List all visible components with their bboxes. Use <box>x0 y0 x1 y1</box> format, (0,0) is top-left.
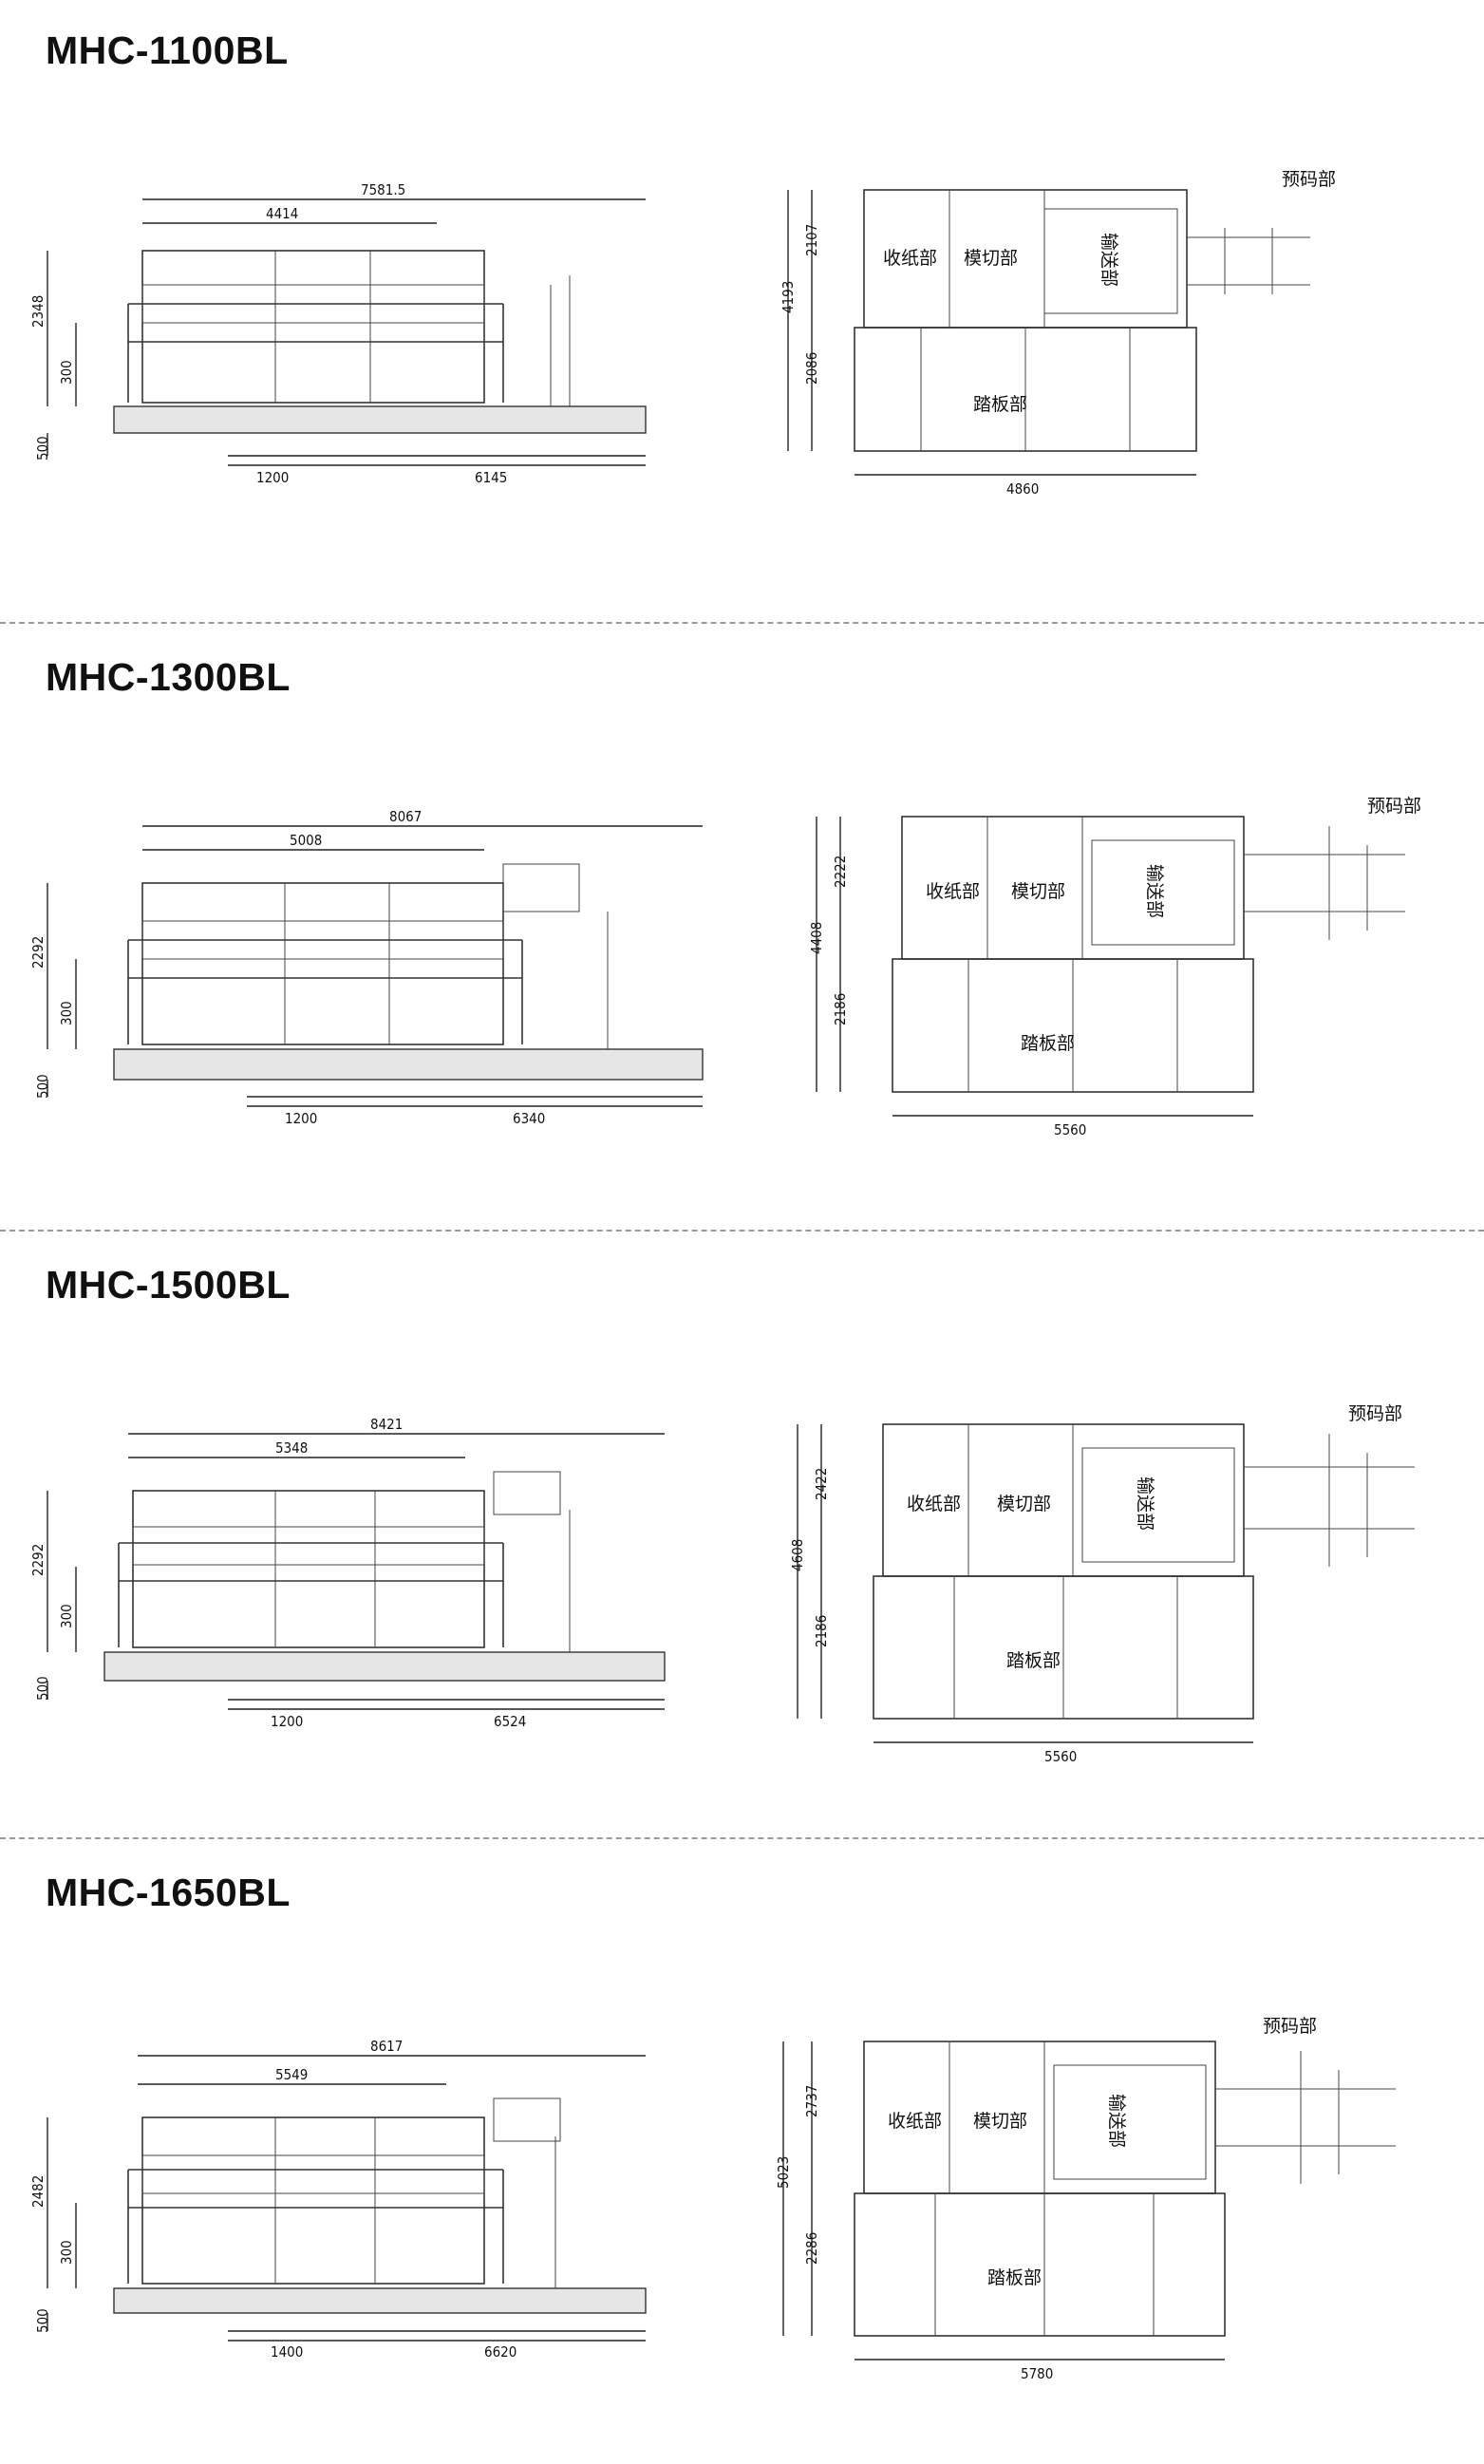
dim-rail: 300 <box>58 360 75 385</box>
dim-upper-depth: 2737 <box>803 2085 820 2117</box>
label-transfer: 输送部 <box>1144 864 1165 918</box>
dim-base: 500 <box>34 1074 51 1099</box>
model-title: MHC-1300BL <box>46 655 291 699</box>
dim-rear: 6524 <box>494 1713 526 1730</box>
dim-rear: 6145 <box>475 469 507 486</box>
label-preload: 预码部 <box>1367 796 1421 817</box>
dim-front: 1200 <box>271 1713 303 1730</box>
dim-inner-length: 5348 <box>275 1439 308 1457</box>
side-view-drawing: 8617 5549 2482 300 500 1400 6620 <box>29 2038 647 2361</box>
dim-height: 2292 <box>29 936 47 969</box>
dim-total-depth: 5023 <box>775 2156 792 2189</box>
side-view-drawing: 8067 5008 2292 300 500 1200 6340 <box>29 808 704 1127</box>
top-view-drawing: 收纸部 模切部 输送部 踏板部 预码部 2222 4408 2186 5560 <box>808 796 1421 1138</box>
top-view-drawing: 收纸部 模切部 输送部 踏板部 预码部 2422 4608 2186 5560 <box>789 1403 1415 1765</box>
label-diecut: 模切部 <box>1011 881 1065 902</box>
label-transfer: 输送部 <box>1099 233 1119 287</box>
label-diecut: 模切部 <box>997 1494 1051 1514</box>
top-view-drawing: 收纸部 模切部 输送部 踏板部 预码部 2737 5023 2286 5780 <box>775 2016 1396 2382</box>
dim-height: 2348 <box>29 295 47 328</box>
model-section-2: MHC-1300BL 8067 5008 2292 300 500 1200 6… <box>0 627 1484 1249</box>
label-preload: 预码部 <box>1263 2016 1317 2037</box>
dim-width: 4860 <box>1006 480 1039 498</box>
section-divider <box>0 622 1484 624</box>
model-section-3: MHC-1500BL 8421 5348 2292 300 500 1200 6… <box>0 1234 1484 1856</box>
dim-total-length: 8421 <box>370 1416 403 1433</box>
dim-base: 500 <box>34 436 51 461</box>
side-view-drawing: 7581.5 4414 2348 300 500 1200 6145 <box>29 181 647 486</box>
side-view-drawing: 8421 5348 2292 300 500 1200 6524 <box>29 1416 666 1730</box>
dim-total-length: 7581.5 <box>361 181 405 198</box>
label-platform: 踏板部 <box>1006 1650 1061 1671</box>
model-title: MHC-1500BL <box>46 1263 291 1307</box>
label-preload: 预码部 <box>1348 1403 1402 1424</box>
dim-rear: 6340 <box>513 1110 545 1127</box>
label-platform: 踏板部 <box>973 394 1027 415</box>
label-diecut: 模切部 <box>964 248 1018 269</box>
label-delivery: 收纸部 <box>926 881 980 902</box>
dim-front: 1200 <box>256 469 289 486</box>
dim-total-depth: 4608 <box>789 1539 806 1571</box>
model-title: MHC-1100BL <box>46 28 289 72</box>
dim-total-length: 8617 <box>370 2038 403 2055</box>
dim-height: 2482 <box>29 2175 47 2208</box>
dim-width: 5780 <box>1021 2365 1053 2382</box>
dim-lower-depth: 2186 <box>832 993 849 1025</box>
dim-width: 5560 <box>1054 1121 1086 1138</box>
label-delivery: 收纸部 <box>883 248 937 269</box>
dim-base: 500 <box>34 2308 51 2333</box>
dim-front: 1400 <box>271 2343 303 2361</box>
dim-height: 2292 <box>29 1544 47 1576</box>
label-preload: 预码部 <box>1282 169 1336 190</box>
top-view-drawing: 收纸部 模切部 输送部 踏板部 预码部 2107 4193 2086 4860 <box>780 169 1336 498</box>
dim-upper-depth: 2422 <box>813 1468 830 1500</box>
dim-rail: 300 <box>58 1001 75 1025</box>
label-platform: 踏板部 <box>987 2267 1042 2288</box>
dim-rail: 300 <box>58 2240 75 2265</box>
label-diecut: 模切部 <box>973 2111 1027 2132</box>
label-platform: 踏板部 <box>1021 1033 1075 1054</box>
dim-rail: 300 <box>58 1604 75 1628</box>
model-section-4: MHC-1650BL 8617 5549 2482 300 500 1400 6… <box>0 1842 1484 2464</box>
dim-lower-depth: 2186 <box>813 1615 830 1647</box>
section-divider <box>0 1837 1484 1839</box>
dim-upper-depth: 2222 <box>832 856 849 888</box>
dim-total-depth: 4408 <box>808 922 825 954</box>
model-title: MHC-1650BL <box>46 1871 291 1914</box>
dim-total-length: 8067 <box>389 808 422 825</box>
dim-base: 500 <box>34 1676 51 1701</box>
dim-rear: 6620 <box>484 2343 517 2361</box>
dim-total-depth: 4193 <box>780 281 797 313</box>
dim-upper-depth: 2107 <box>803 224 820 256</box>
dim-inner-length: 4414 <box>266 205 298 222</box>
label-delivery: 收纸部 <box>907 1494 961 1514</box>
label-transfer: 输送部 <box>1106 2094 1127 2148</box>
dim-front: 1200 <box>285 1110 317 1127</box>
dim-inner-length: 5549 <box>275 2066 308 2083</box>
section-divider <box>0 1230 1484 1232</box>
model-section-1: MHC-1100BL 7581.5 4414 2348 300 500 1200… <box>0 0 1484 622</box>
dim-lower-depth: 2286 <box>803 2232 820 2265</box>
dim-inner-length: 5008 <box>290 832 322 849</box>
label-transfer: 输送部 <box>1135 1477 1155 1531</box>
dim-width: 5560 <box>1044 1748 1077 1765</box>
dim-lower-depth: 2086 <box>803 352 820 385</box>
label-delivery: 收纸部 <box>888 2111 942 2132</box>
